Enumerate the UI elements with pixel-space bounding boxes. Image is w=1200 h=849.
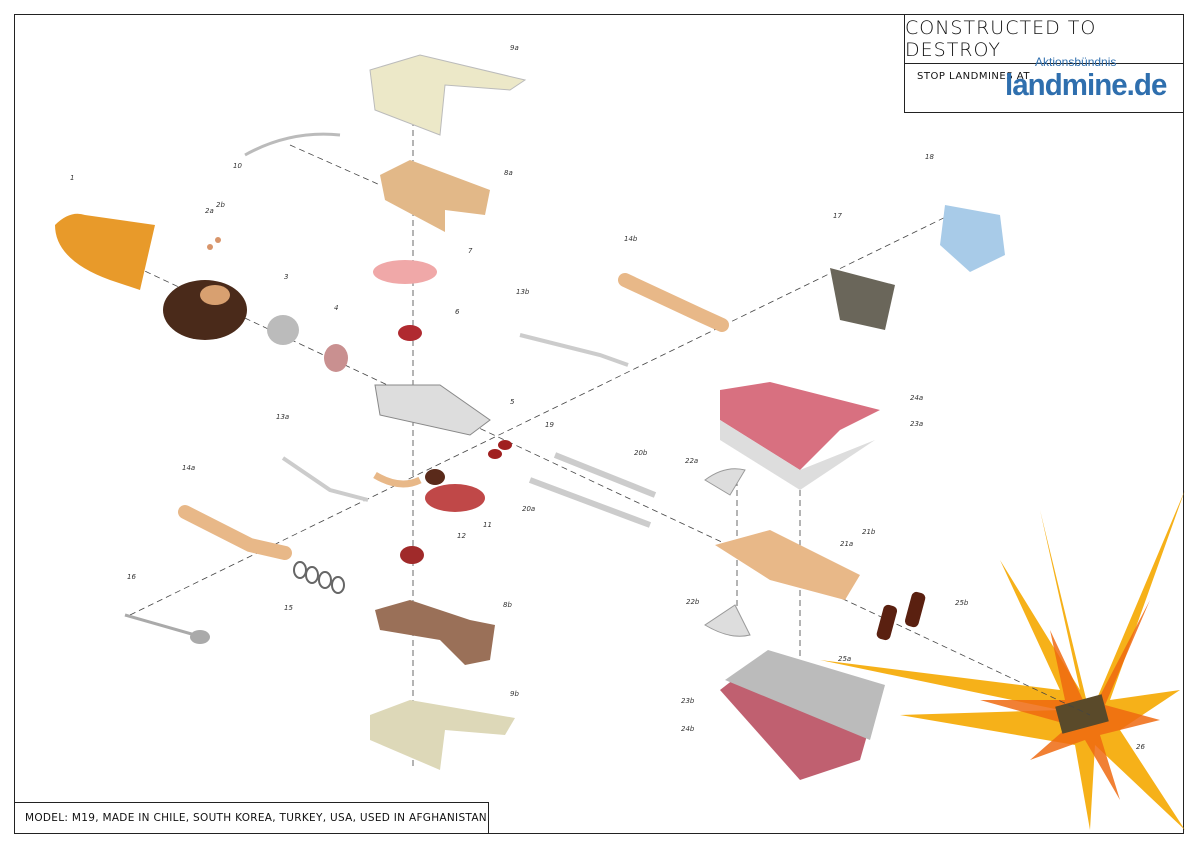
part-label: 13a <box>276 413 289 421</box>
part-label: 25b <box>955 599 969 607</box>
part-label: 22a <box>685 457 698 465</box>
part-label: 7 <box>468 247 473 255</box>
part-25-shoes <box>904 591 926 628</box>
part-label: 6 <box>455 308 460 316</box>
part-label: 23a <box>910 420 923 428</box>
part-label: 4 <box>334 304 338 312</box>
part-11-intestines <box>425 484 485 512</box>
logo-tagline: Aktionsbündnis <box>1035 55 1117 69</box>
poster-title: CONSTRUCTED TO DESTROY <box>905 15 1183 64</box>
explosion <box>820 490 1185 830</box>
parts <box>55 54 1005 780</box>
part-label: 25a <box>838 655 851 663</box>
part-9a-shirt <box>369 54 527 136</box>
part-label: 1 <box>70 174 74 182</box>
part-5-skeleton <box>374 384 491 436</box>
part-label: 22b <box>686 598 700 606</box>
part-label: 8a <box>504 169 513 177</box>
landmine <box>1055 694 1109 734</box>
part-23a <box>720 420 875 490</box>
part-13b-arm-bones <box>519 333 629 367</box>
part-9b-shirt <box>370 700 515 770</box>
part-label: 3 <box>284 273 288 281</box>
part-label: 13b <box>516 288 530 296</box>
part-10-necklace <box>244 132 341 157</box>
poster-subtitle: STOP LANDMINES AT <box>917 71 1030 82</box>
part-8a-torso <box>380 160 490 232</box>
part-23b <box>725 650 885 740</box>
part-8b-back <box>375 600 495 665</box>
part-labels: 1 2a 2b 3 4 5 6 7 8a 8b 9a 9b 10 11 12 1… <box>70 44 1145 751</box>
part-label: 20a <box>522 505 535 513</box>
part-19-kidneys <box>488 449 502 459</box>
part-14a-arm <box>178 505 292 560</box>
part-label: 14b <box>624 235 638 243</box>
part-label: 9a <box>510 44 519 52</box>
part-label: 18 <box>925 153 934 161</box>
part-label: 17 <box>833 212 842 220</box>
part-22b <box>704 604 751 637</box>
part-skull <box>267 315 299 345</box>
part-24a-skirt <box>720 382 880 470</box>
part-brain <box>324 344 348 372</box>
part-label: 12 <box>457 532 466 540</box>
part-label: 14a <box>182 464 195 472</box>
part-label: 8b <box>503 601 512 609</box>
part-label: 16 <box>127 573 136 581</box>
part-liver <box>425 469 445 485</box>
part-22a <box>704 468 746 496</box>
part-label: 20b <box>634 449 648 457</box>
part-17-bucket <box>830 268 895 330</box>
part-label: 10 <box>233 162 242 170</box>
part-label: 5 <box>510 398 515 406</box>
part-label: 19 <box>545 421 554 429</box>
title-block: CONSTRUCTED TO DESTROY STOP LANDMINES AT… <box>904 14 1184 113</box>
part-20a-leg-bones <box>528 477 652 528</box>
part-15-rings <box>293 561 345 594</box>
model-caption: MODEL: M19, MADE IN CHILE, SOUTH KOREA, … <box>14 802 489 834</box>
part-label: 2b <box>216 201 225 209</box>
part-label: 24b <box>681 725 695 733</box>
part-7-lungs <box>373 260 437 284</box>
poster-frame <box>14 14 1184 834</box>
part-13a-arm-bones <box>281 456 369 502</box>
part-21-legs <box>715 530 860 600</box>
part-6-heart <box>398 325 422 341</box>
part-label: 21a <box>840 540 853 548</box>
part-18-water <box>940 205 1005 272</box>
part-label: 24a <box>910 394 923 402</box>
part-14b-arm <box>618 273 729 332</box>
part-label: 9b <box>510 690 519 698</box>
part-label: 26 <box>1136 743 1145 751</box>
part-label: 11 <box>483 521 492 529</box>
part-label: 23b <box>681 697 695 705</box>
part-label: 15 <box>284 604 293 612</box>
part-label: 2a <box>205 207 214 215</box>
guide-lines <box>99 60 1091 770</box>
part-label: 21b <box>862 528 876 536</box>
part-16-ladle <box>190 630 210 644</box>
logo: landmine.de <box>1005 67 1167 102</box>
part-1-hat <box>55 213 155 290</box>
part-20b-leg-bones <box>553 452 657 498</box>
part-12-stomach <box>400 546 424 564</box>
